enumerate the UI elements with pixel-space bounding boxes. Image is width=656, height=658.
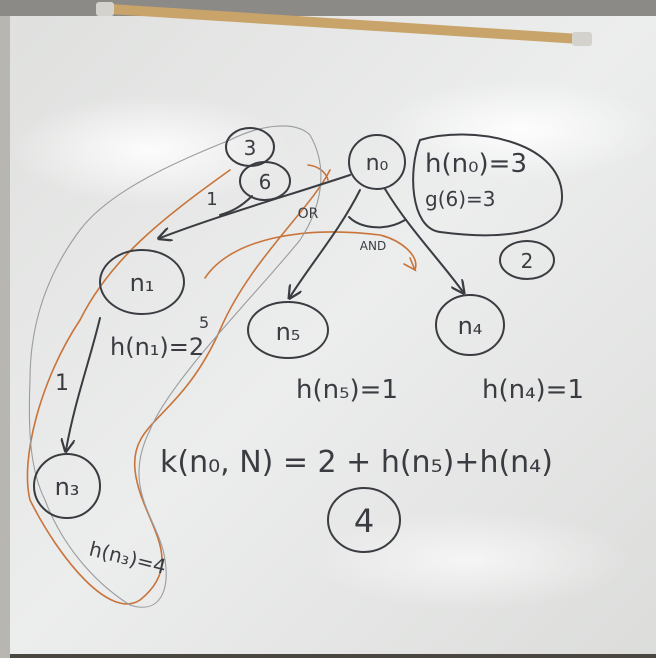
edge-n0-n4: [384, 188, 463, 292]
light-glare: [310, 510, 630, 610]
circled-four: [327, 487, 401, 553]
edge-label-and: AND: [360, 239, 386, 253]
edge-n0-n5: [290, 189, 361, 297]
tray-end-cap-right: [572, 32, 592, 46]
circled-six: [239, 161, 291, 201]
annotation-h-n5: h(n₅)=1: [296, 375, 398, 405]
and-arc: [348, 216, 406, 229]
node-n1-label: n₁: [130, 269, 155, 297]
annotation-enclosure: [412, 133, 564, 237]
circled-three-label: 3: [244, 136, 257, 160]
edge-six-hook: [219, 195, 253, 216]
node-n4-circle: [435, 294, 505, 356]
edge-cost-n1-n3: 1: [55, 371, 69, 396]
edge-label-or: OR: [298, 206, 319, 222]
tray-end-cap-left: [96, 2, 114, 16]
faint-lasso: [28, 125, 322, 608]
orange-arc-middle: [204, 231, 417, 279]
orange-arrowhead: [403, 257, 417, 272]
annotation-h-n1-correction: 5: [199, 313, 209, 332]
node-n3-label: n₃: [55, 473, 80, 501]
annotation-g-6: g(6)=3: [425, 187, 496, 211]
node-n1-circle: [99, 249, 185, 315]
circled-two-label: 2: [521, 249, 534, 273]
light-glare: [380, 80, 656, 180]
circled-six-label: 6: [259, 170, 272, 194]
annotation-h-n4: h(n₄)=1: [482, 375, 584, 405]
annotation-h-n1: h(n₁)=2: [110, 333, 204, 361]
circled-four-label: 4: [354, 502, 374, 540]
node-n3-circle: [33, 453, 101, 519]
top-tray: [110, 4, 580, 44]
edge-cost-n0-n1: 1: [206, 189, 217, 210]
circled-two: [499, 240, 555, 280]
node-n4-label: n₄: [458, 312, 483, 340]
edge-n1-n3: [66, 317, 101, 450]
annotation-h-n0: h(n₀)=3: [425, 149, 527, 179]
edge-n0-n1: [160, 174, 351, 238]
node-n0-circle: [348, 134, 406, 190]
node-n5-circle: [247, 301, 329, 359]
orange-outline-left: [26, 169, 331, 605]
node-n0-label: n₀: [366, 151, 389, 176]
annotation-k-formula: k(n₀, N) = 2 + h(n₅)+h(n₄): [160, 445, 553, 480]
node-n5-label: n₅: [276, 318, 301, 346]
board-frame-left: [0, 0, 10, 658]
